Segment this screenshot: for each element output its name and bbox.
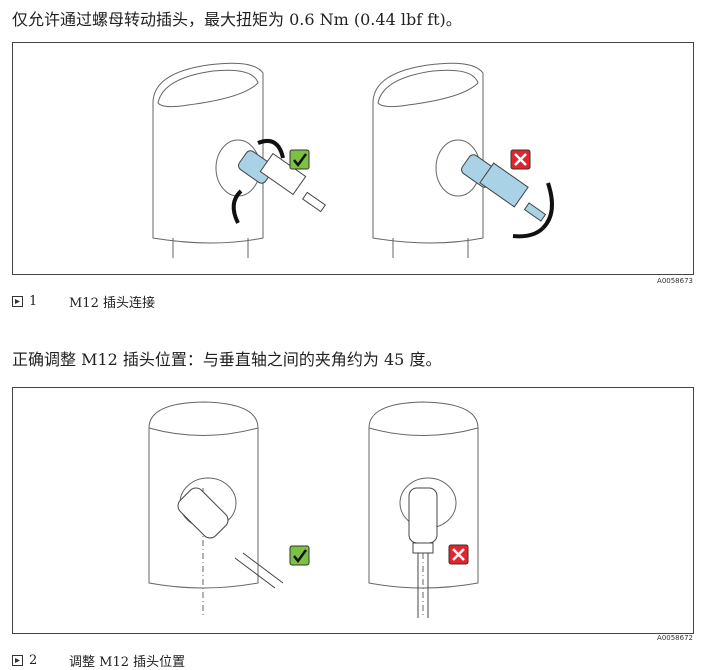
figure-number: 2	[29, 653, 38, 668]
figure-2-id: A0058672	[657, 634, 693, 642]
rotate-arrow-icon	[512, 226, 545, 239]
paragraph-alignment: 正确调整 M12 插头位置：与垂直轴之间的夹角约为 45 度。	[12, 350, 442, 369]
paragraph-torque: 仅允许通过螺母转动插头，最大扭矩为 0.6 Nm (0.44 lbf ft)。	[12, 10, 462, 29]
cross-icon	[510, 149, 531, 170]
figure-1-illustration	[152, 62, 554, 258]
figure-1-frame	[12, 42, 694, 275]
figure-number: 1	[29, 294, 38, 309]
figure-2-illustration	[148, 401, 479, 618]
figure-icon	[12, 655, 23, 666]
caption-text: M12 插头连接	[69, 296, 155, 311]
rotate-arrow-icon	[257, 138, 285, 159]
figure-1-id: A0058673	[657, 277, 693, 285]
check-icon	[289, 149, 310, 170]
figure-1-caption: 1 M12 插头连接	[12, 292, 155, 311]
cross-icon	[448, 544, 469, 565]
check-icon	[289, 545, 310, 566]
figure-2-frame	[12, 387, 694, 634]
caption-text: 调整 M12 插头位置	[69, 655, 186, 670]
figure-2-caption: 2 调整 M12 插头位置	[12, 651, 185, 670]
figure-icon	[12, 296, 23, 307]
rotate-arrow-icon	[541, 182, 554, 230]
rotate-arrow-icon	[231, 189, 243, 224]
